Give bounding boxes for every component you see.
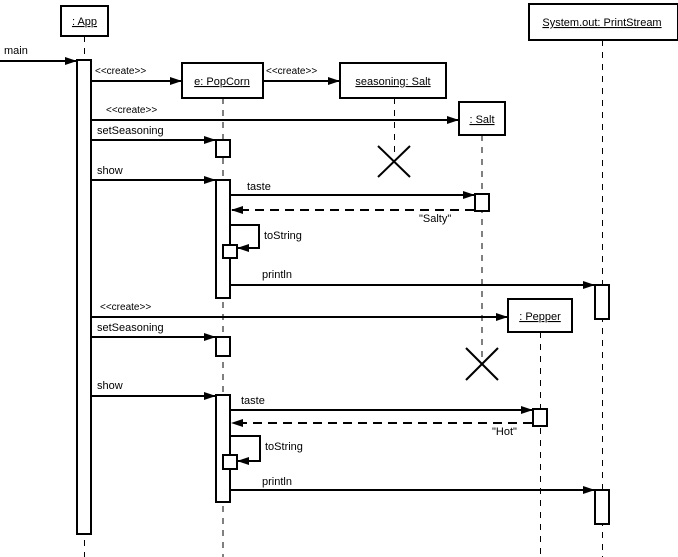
lifeline-label-app: : App xyxy=(72,16,97,28)
activation-popcorn-show-2 xyxy=(215,394,231,503)
destruction-x-icon-salt xyxy=(465,347,499,381)
message-show-2[interactable]: show xyxy=(92,380,216,400)
message-label-main: main xyxy=(4,45,28,57)
lifeline-head-salt[interactable] xyxy=(458,101,506,136)
lifeline-label-pepper: : Pepper xyxy=(519,311,561,323)
activation-printstream-println-1 xyxy=(594,284,610,320)
activation-popcorn-setseasoning-1 xyxy=(215,139,231,158)
message-setseasoning-2[interactable]: setSeasoning xyxy=(92,322,216,341)
message-create-salt[interactable]: <<create>> xyxy=(92,105,459,124)
activation-popcorn-tostring-1 xyxy=(222,244,238,259)
message-arrow-tostring-1 xyxy=(231,224,260,252)
activation-popcorn-tostring-2 xyxy=(222,454,238,470)
lifeline-label-popcorn: e: PopCorn xyxy=(194,76,250,88)
message-tostring-2[interactable]: toString xyxy=(231,435,303,465)
message-label-return-salty: "Salty" xyxy=(419,213,451,225)
message-show-1[interactable]: show xyxy=(92,165,216,184)
activation-app xyxy=(76,59,92,535)
activation-salt-taste xyxy=(474,193,490,212)
message-taste-2[interactable]: taste xyxy=(231,395,533,414)
lifeline-popcorn: e: PopCorn xyxy=(181,62,264,557)
lifeline-salt: : Salt xyxy=(458,101,506,365)
lifeline-head-popcorn[interactable] xyxy=(181,62,264,99)
message-create-seasoning[interactable]: <<create>> xyxy=(264,66,340,85)
message-create-pepper[interactable]: <<create>> xyxy=(92,302,508,321)
message-label-taste-1: taste xyxy=(247,181,271,193)
destruction-x-icon-seasoning-salt xyxy=(377,145,411,178)
message-label-tostring-1: toString xyxy=(264,230,302,242)
message-label-setseasoning-2: setSeasoning xyxy=(97,322,164,334)
lifeline-label-seasoning-salt: seasoning: Salt xyxy=(355,76,430,88)
message-create-popcorn[interactable]: <<create>> xyxy=(92,66,182,85)
message-label-tostring-2: toString xyxy=(265,441,303,453)
message-label-create-seasoning: <<create>> xyxy=(266,66,317,77)
lifeline-printstream: System.out: PrintStream xyxy=(528,3,678,557)
lifeline-head-pepper[interactable] xyxy=(507,298,573,333)
activation-printstream-println-2 xyxy=(594,489,610,525)
message-label-println-1: println xyxy=(262,269,292,281)
message-main[interactable]: main xyxy=(0,45,77,65)
lifeline-label-salt: : Salt xyxy=(469,114,494,126)
message-setseasoning-1[interactable]: setSeasoning xyxy=(92,125,216,144)
message-label-taste-2: taste xyxy=(241,395,265,407)
message-label-println-2: println xyxy=(262,476,292,488)
lifeline-head-printstream[interactable] xyxy=(528,3,678,41)
lifeline-head-seasoning-salt[interactable] xyxy=(339,62,447,99)
message-taste-1[interactable]: taste xyxy=(231,181,475,199)
message-arrow-tostring-2 xyxy=(231,435,261,465)
message-label-create-salt: <<create>> xyxy=(106,105,157,116)
activation-pepper-taste xyxy=(532,408,548,427)
message-label-return-hot: "Hot" xyxy=(492,426,517,438)
message-tostring-1[interactable]: toString xyxy=(231,224,302,252)
message-label-create-pepper: <<create>> xyxy=(100,302,151,313)
activation-popcorn-setseasoning-2 xyxy=(215,336,231,357)
activation-popcorn-show-1 xyxy=(215,179,231,299)
message-println-1[interactable]: println xyxy=(231,269,595,289)
lifeline-pepper: : Pepper xyxy=(507,298,573,557)
message-label-create-popcorn: <<create>> xyxy=(95,66,146,77)
message-println-2[interactable]: println xyxy=(231,476,595,494)
lifeline-label-printstream: System.out: PrintStream xyxy=(542,17,661,29)
message-label-show-2: show xyxy=(97,380,123,392)
lifeline-seasoning-salt: seasoning: Salt xyxy=(339,62,447,158)
message-label-show-1: show xyxy=(97,165,123,177)
message-return-salty[interactable]: "Salty" xyxy=(231,206,474,225)
message-return-hot[interactable]: "Hot" xyxy=(231,419,532,438)
message-label-setseasoning-1: setSeasoning xyxy=(97,125,164,137)
